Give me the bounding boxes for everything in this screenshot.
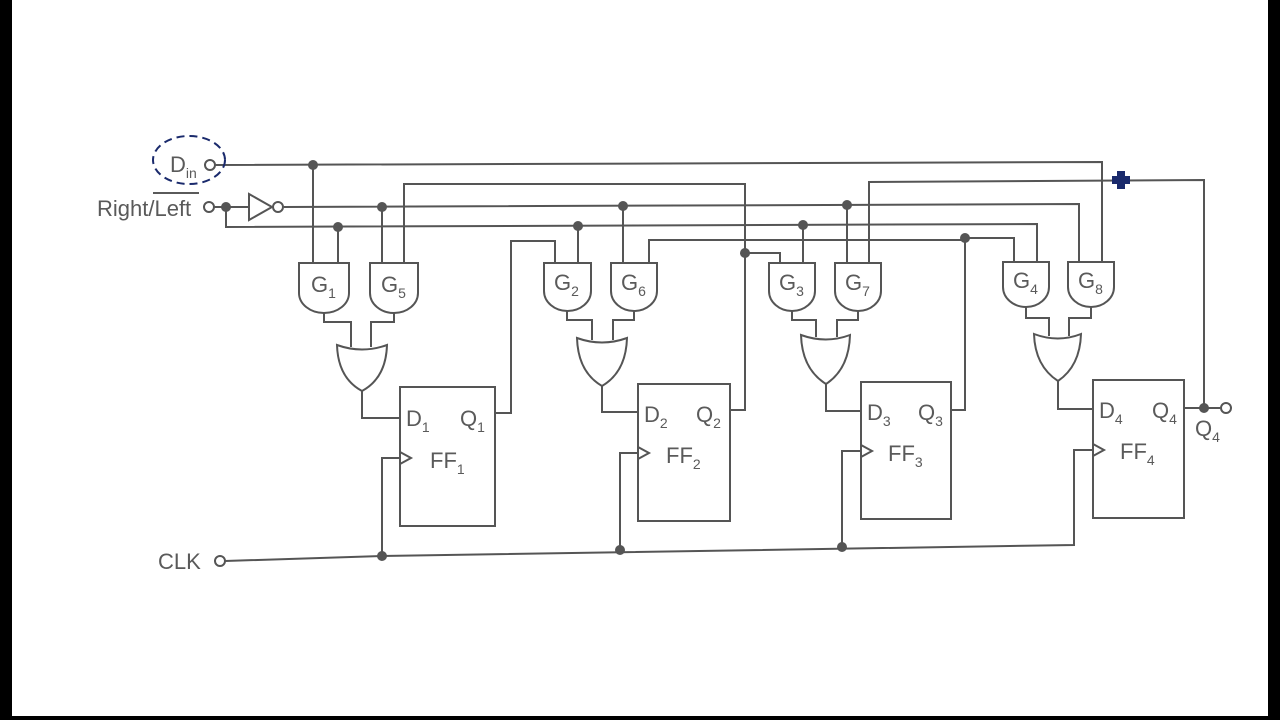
g3-to-or3 — [791, 311, 817, 337]
diagram-frame: G1 G5 G2 G6 G3 G7 G4 G8 — [12, 0, 1268, 716]
svg-text:D2: D2 — [644, 402, 668, 431]
flip-flop-ff2: D2 Q2 FF2 — [637, 383, 731, 522]
junction-dots — [221, 160, 1209, 561]
svg-text:Q4: Q4 — [1152, 398, 1177, 427]
din-terminal — [204, 159, 216, 171]
clk-terminal — [214, 555, 226, 567]
q2-to-g5 — [403, 183, 746, 411]
junction-dot — [615, 545, 625, 555]
q4-terminal — [1220, 402, 1232, 414]
junction-dot — [740, 248, 750, 258]
or-gate-4 — [1032, 332, 1083, 383]
g2-to-or2 — [566, 311, 593, 340]
and-gate-g5: G5 — [369, 262, 419, 314]
svg-text:G2: G2 — [554, 270, 579, 299]
shift-register-schematic: G1 G5 G2 G6 G3 G7 G4 G8 — [97, 135, 1232, 574]
and-gate-g7: G7 — [834, 262, 882, 312]
junction-dot — [573, 221, 583, 231]
plus-marker-icon — [1112, 171, 1130, 189]
and-gate-g6: G6 — [610, 262, 658, 312]
clk-bus — [224, 449, 1093, 562]
and-gate-g1: G1 — [298, 262, 350, 314]
and-gate-g4: G4 — [1002, 261, 1050, 308]
inverter-gate — [248, 192, 284, 222]
svg-text:G6: G6 — [621, 270, 646, 299]
din-highlight-circle — [152, 135, 226, 185]
junction-dot — [618, 201, 628, 211]
or3-to-d3 — [825, 383, 861, 412]
junction-dot — [842, 200, 852, 210]
svg-text:G5: G5 — [381, 272, 406, 301]
flip-flop-ff4: D4 Q4 FF4 — [1092, 379, 1185, 519]
and-gate-g2: G2 — [543, 262, 592, 312]
svg-text:G3: G3 — [779, 270, 804, 299]
svg-text:FF3: FF3 — [888, 441, 923, 470]
right-left-label: Right/Left — [97, 196, 191, 221]
din-bus — [214, 160, 1103, 262]
q3-to-g6 — [648, 239, 965, 263]
din-label: Din — [170, 152, 197, 181]
svg-text:D1: D1 — [406, 406, 430, 435]
svg-text:FF1: FF1 — [430, 448, 465, 477]
g4-to-or4 — [1025, 307, 1050, 336]
q4-to-g7 — [868, 178, 1205, 408]
svg-text:D4: D4 — [1099, 398, 1123, 427]
svg-text:Q2: Q2 — [696, 402, 721, 431]
svg-text:Q3: Q3 — [918, 400, 943, 429]
clk-to-ff1 — [381, 457, 400, 556]
or-gate-1 — [335, 343, 389, 393]
g8-to-or4 — [1068, 307, 1092, 336]
junction-dot — [377, 202, 387, 212]
rl-inverted-bus — [283, 202, 1080, 262]
junction-dot — [333, 222, 343, 232]
clk-to-ff3 — [841, 450, 861, 547]
svg-text:G4: G4 — [1013, 268, 1038, 297]
svg-text:G7: G7 — [845, 270, 870, 299]
svg-text:Q1: Q1 — [460, 406, 485, 435]
or4-to-d4 — [1057, 380, 1093, 410]
junction-dot — [837, 542, 847, 552]
or1-to-d1 — [361, 390, 400, 419]
clk-label: CLK — [158, 549, 201, 574]
q2-to-g3 — [745, 252, 781, 263]
or-gate-3 — [799, 333, 852, 386]
junction-dot — [221, 202, 231, 212]
and-gate-g8: G8 — [1067, 261, 1115, 308]
and-gate-g3: G3 — [768, 262, 816, 312]
g5-to-or1 — [370, 313, 395, 347]
right-left-terminal — [203, 201, 215, 213]
g7-to-or3 — [836, 311, 859, 337]
svg-text:D3: D3 — [867, 400, 891, 429]
wires — [214, 160, 1220, 562]
svg-text:G8: G8 — [1078, 268, 1103, 297]
g6-to-or2 — [612, 311, 635, 340]
junction-dot — [308, 160, 318, 170]
svg-text:G1: G1 — [311, 272, 336, 301]
junction-dot — [377, 551, 387, 561]
or-gate-2 — [575, 336, 629, 388]
junction-dot — [1199, 403, 1209, 413]
q1-to-g2 — [495, 240, 556, 414]
q4-output-label: Q4 — [1195, 416, 1220, 445]
g1-to-or1 — [323, 313, 352, 347]
flip-flop-ff1: D1 Q1 FF1 — [399, 386, 496, 527]
clk-to-ff2 — [619, 452, 638, 550]
or2-to-d2 — [601, 385, 638, 413]
rl-bus — [225, 207, 1038, 262]
svg-text:FF2: FF2 — [666, 443, 701, 472]
junction-dot — [960, 233, 970, 243]
junction-dot — [798, 220, 808, 230]
flip-flop-ff3: D3 Q3 FF3 — [860, 381, 952, 520]
svg-text:FF4: FF4 — [1120, 439, 1155, 468]
